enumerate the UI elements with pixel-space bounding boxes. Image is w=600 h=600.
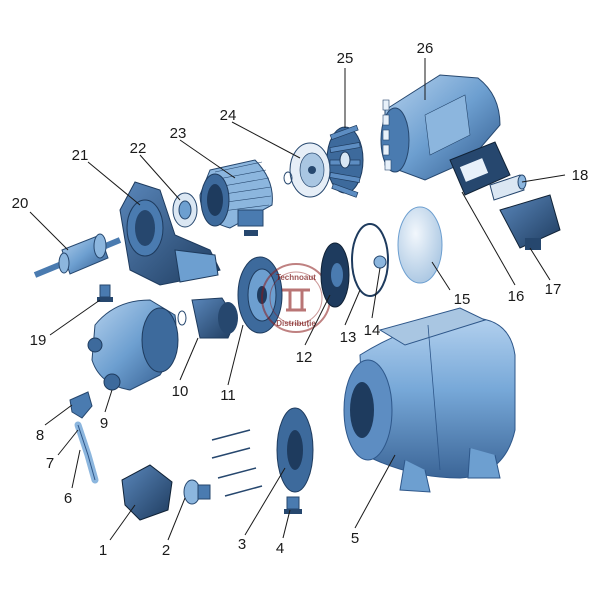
callout-9: 9 (100, 415, 108, 432)
part-20-rotor-shaft (33, 233, 122, 278)
part-19-plug (97, 284, 113, 302)
part-14-valve (373, 255, 387, 269)
callout-17: 17 (545, 281, 562, 298)
part-15-diaphragm (397, 206, 443, 284)
callout-26: 26 (417, 40, 434, 57)
callout-5: 5 (351, 530, 359, 547)
callout-1: 1 (99, 542, 107, 559)
callout-7: 7 (46, 455, 54, 472)
part-5-tank (343, 307, 516, 493)
callout-20: 20 (12, 195, 29, 212)
callout-22: 22 (130, 140, 147, 157)
callout-15: 15 (454, 291, 471, 308)
callout-25: 25 (337, 50, 354, 67)
callout-3: 3 (238, 536, 246, 553)
callout-12: 12 (296, 349, 313, 366)
part-3-flange (276, 407, 314, 493)
callout-23: 23 (170, 125, 187, 142)
callout-11: 11 (220, 387, 236, 404)
part-17-pressure-switch (499, 194, 561, 250)
part-8-elbow (69, 391, 93, 419)
part-1-cover (121, 464, 173, 521)
part-23-stator (199, 159, 273, 236)
callout-10: 10 (172, 383, 189, 400)
leader-lines (29, 58, 566, 541)
callout-2: 2 (162, 542, 170, 559)
callout-16: 16 (508, 288, 525, 305)
callout-18: 18 (572, 167, 589, 184)
watermark-text-top: Technoaut (276, 273, 316, 282)
part-13-o-ring (351, 223, 389, 297)
watermark-text-bottom: Distribuție (276, 319, 316, 328)
part-10-diffuser (177, 297, 238, 339)
part-12-impeller (320, 242, 350, 308)
part-9-pump-housing (87, 299, 179, 391)
part-24-end-shield (283, 142, 331, 198)
callout-labels: 1 2 3 4 5 6 7 8 9 10 11 12 13 14 15 16 1… (12, 40, 589, 559)
part-2-nozzle (183, 479, 211, 505)
callout-4: 4 (276, 540, 284, 557)
part-22-bearing-ring (172, 192, 198, 228)
callout-14: 14 (364, 322, 381, 339)
callout-19: 19 (30, 332, 47, 349)
callout-6: 6 (64, 490, 72, 507)
part-25-fan (326, 124, 364, 198)
part-21-bracket (119, 181, 221, 286)
bolts (211, 429, 263, 497)
callout-13: 13 (340, 329, 357, 346)
part-6-pipe (74, 421, 99, 484)
callout-8: 8 (36, 427, 44, 444)
callout-21: 21 (72, 147, 89, 164)
part-16-switch-bracket (449, 141, 511, 196)
part-4-fitting (284, 496, 302, 514)
callout-24: 24 (220, 107, 237, 124)
